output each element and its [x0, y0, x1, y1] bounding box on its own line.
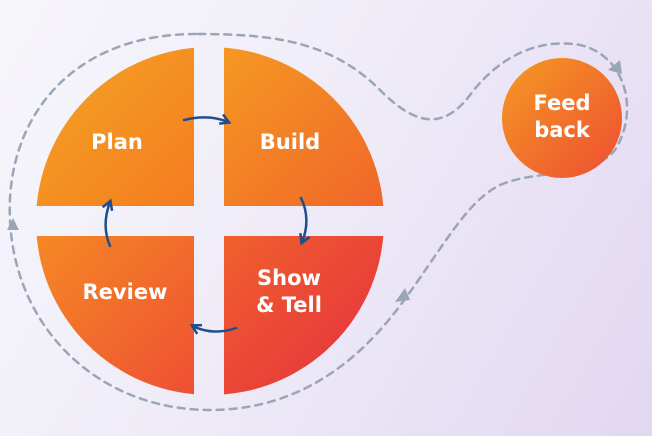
dashed-loop [8, 32, 629, 412]
plan-label: Plan [91, 130, 143, 154]
review-to-plan-arrow [101, 198, 114, 248]
dashed-loop-arrowheads [7, 60, 622, 302]
cycle-arrows [101, 113, 311, 335]
build-label: Build [260, 130, 320, 154]
feedback-label-line1: Feed [533, 91, 590, 115]
build-quadrant [224, 47, 384, 206]
review-label: Review [83, 280, 168, 304]
feedback-circle [502, 58, 622, 178]
show-label: Show [257, 266, 321, 290]
plan-quadrant [36, 47, 194, 206]
show-to-review-arrow [189, 323, 238, 335]
build-to-show-arrow [299, 196, 311, 246]
tell-label: & Tell [256, 293, 322, 317]
plan-to-build-arrow [182, 113, 232, 125]
feedback-label-line2: back [534, 118, 591, 142]
review-quadrant [36, 236, 194, 395]
cycle-circle [36, 47, 384, 395]
show-tell-quadrant [224, 236, 384, 395]
